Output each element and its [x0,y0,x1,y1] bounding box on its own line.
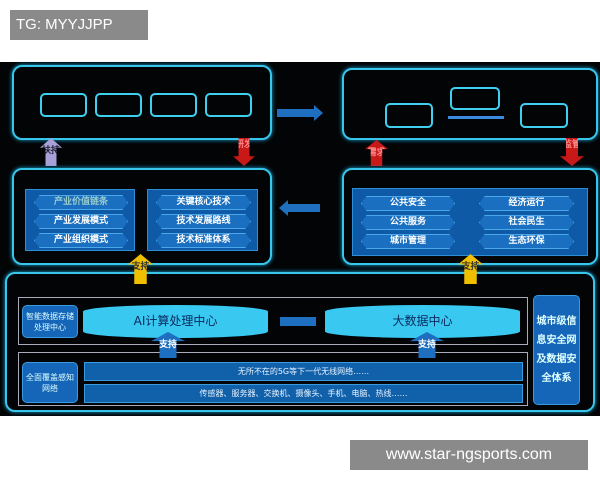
empty-slot [385,103,433,128]
empty-slot [40,93,87,117]
industry-frame: 产业价值链条 产业发展模式 产业组织模式 关键核心技术 技术发展路线 技术标准体… [12,168,272,265]
ai-computing-center: AI计算处理中心 [83,305,268,338]
devices-row: 传感器、服务器、交换机、摄像头、手机、电脑、热线…… [84,384,523,403]
city-panel: 公共安全 公共服务 城市管理 经济运行 社会民生 生态环保 [352,188,588,256]
wireless-network-row: 无所不在的5G等下一代无线网络…… [84,362,523,381]
diagram-canvas: 扶持 研发 需求 监管 产业价值链条 产业发展模式 产业组织模式 关键核心技术 … [0,62,600,416]
arrow-label: 研发 [234,140,253,150]
arrow-label: 支持 [461,262,480,272]
arrow-label: 支持 [131,262,150,272]
list-item: 社会民生 [479,215,574,230]
storage-label: 智能数据存储处理中心 [22,305,78,338]
arrow-label: 需求 [367,148,386,158]
empty-slot [150,93,197,117]
arrow-right-icon [277,109,315,117]
city-frame [342,68,598,140]
list-item: 产业发展模式 [34,214,128,229]
network-box [18,352,528,406]
demand-up-arrow: 需求 [365,140,388,166]
industry-panel-right: 关键核心技术 技术发展路线 技术标准体系 [147,189,258,251]
list-item: 技术标准体系 [156,233,251,248]
industry-panel-left: 产业价值链条 产业发展模式 产业组织模式 [25,189,135,251]
list-item: 产业组织模式 [34,233,128,248]
support-up-arrow: 扶持 [40,138,62,166]
arrowhead-icon [279,200,288,216]
list-item: 城市管理 [361,234,455,249]
arrowhead-icon [314,105,323,121]
big-data-center: 大数据中心 [325,305,520,338]
arrow-label: 监管 [562,140,581,150]
list-item: 生态环保 [479,234,574,249]
regulation-down-arrow: 监管 [560,138,584,166]
storage-box [18,297,528,345]
double-arrow-icon [448,116,504,119]
empty-slot [95,93,142,117]
network-label: 全面覆盖感知网络 [22,362,78,403]
infrastructure-frame [5,272,595,412]
list-item: 技术发展路线 [156,214,251,229]
list-item: 产业价值链条 [34,195,128,210]
double-arrow-icon [280,317,316,326]
arrow-label: 扶持 [41,146,60,156]
city-services-frame: 公共安全 公共服务 城市管理 经济运行 社会民生 生态环保 [342,168,598,265]
list-item: 公共安全 [361,196,455,211]
arrow-label: 支持 [417,340,436,350]
list-item: 经济运行 [479,196,574,211]
rd-down-arrow: 研发 [233,138,255,166]
security-panel: 城市级信息安全网及数据安全体系 [533,295,580,405]
government-frame [12,65,272,140]
arrow-left-icon [288,204,320,212]
list-item: 关键核心技术 [156,195,251,210]
watermark: www.star-ngsports.com [350,440,588,470]
empty-slot [520,103,568,128]
list-item: 公共服务 [361,215,455,230]
header-label: TG: MYYJJPP [10,10,148,40]
empty-slot [450,87,500,110]
empty-slot [205,93,252,117]
arrow-label: 支持 [158,340,177,350]
